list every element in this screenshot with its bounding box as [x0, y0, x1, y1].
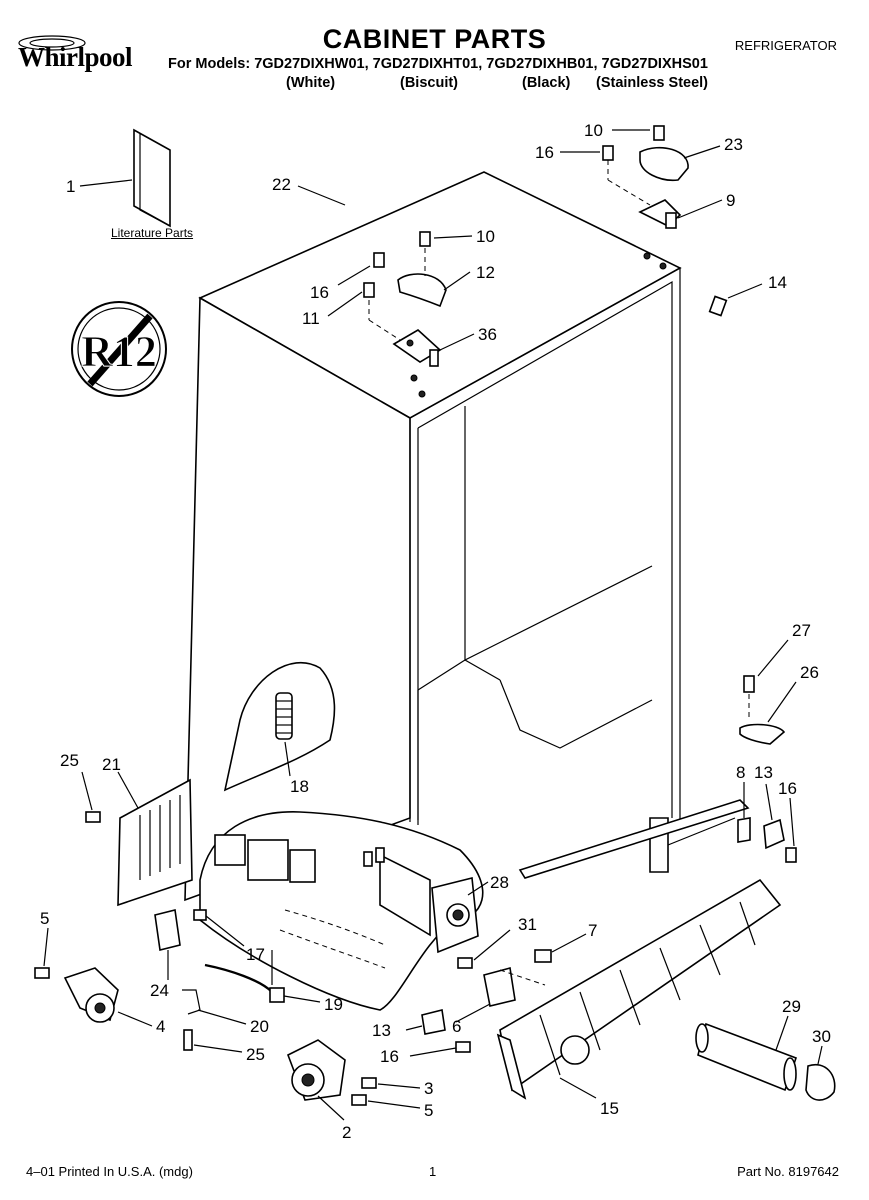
- roller-screw-icon: [34, 967, 50, 979]
- variant-white: (White): [286, 75, 336, 91]
- leveling-bracket-right-icon: [737, 817, 797, 863]
- front-roller-screws-icon: [351, 1077, 377, 1106]
- rear-vent-grille-icon: [117, 778, 193, 907]
- variant-black: (Black): [522, 75, 571, 91]
- callout-4: 4: [156, 1017, 165, 1036]
- callout-23: 23: [724, 135, 743, 154]
- callout-10: 10: [584, 121, 603, 140]
- logo-swirl-icon: [18, 35, 86, 51]
- grille-mount-screws-icon: [457, 949, 552, 969]
- grille-screw-icon: [85, 811, 101, 823]
- callout-15: 15: [600, 1099, 619, 1118]
- callout-18: 18: [290, 777, 309, 796]
- callout-21: 21: [102, 755, 121, 774]
- callout-3: 3: [424, 1079, 433, 1098]
- drain-tube-spring-icon: [275, 692, 293, 740]
- callout-22: 22: [272, 175, 291, 194]
- callout-31: 31: [518, 915, 537, 934]
- water-filter-icon: [695, 1022, 798, 1092]
- variant-biscuit: (Biscuit): [400, 75, 458, 91]
- grille-mount-bracket-icon: [483, 966, 546, 1007]
- callout-19: 19: [324, 995, 343, 1014]
- footer-part-number: Part No. 8197642: [737, 1164, 839, 1179]
- callout-17: 17: [246, 945, 265, 964]
- callout-13b: 13: [372, 1021, 391, 1040]
- callout-24: 24: [150, 981, 169, 1000]
- callout-16d: 16: [380, 1047, 399, 1066]
- callout-26: 26: [800, 663, 819, 682]
- roller-bracket-icon: [154, 909, 207, 951]
- callout-25: 25: [60, 751, 79, 770]
- callout-8: 8: [736, 763, 745, 782]
- condenser-bracket-icon: [363, 847, 479, 954]
- callout-30: 30: [812, 1027, 831, 1046]
- callout-20: 20: [250, 1017, 269, 1036]
- callout-16: 16: [535, 143, 554, 162]
- callout-14: 14: [768, 273, 787, 292]
- callout-numbers: 1 22 10 16 23 9 10 12 16 11 36 14 27 26 …: [40, 121, 831, 1142]
- top-plug-icon: [708, 295, 728, 317]
- r12-badge-text: R12: [81, 327, 157, 376]
- callout-10b: 10: [476, 227, 495, 246]
- front-roller-icon: [286, 1039, 346, 1101]
- footer-printed: 4–01 Printed In U.S.A. (mdg): [26, 1164, 193, 1179]
- callout-36: 36: [478, 325, 497, 344]
- water-tube-icon: [204, 950, 285, 1003]
- rear-roller-icon: [63, 967, 119, 1023]
- callout-28: 28: [490, 873, 509, 892]
- callout-12: 12: [476, 263, 495, 282]
- footer-page-number: 1: [429, 1164, 437, 1179]
- callout-1: 1: [66, 177, 75, 196]
- brand-logo: Whirlpool: [18, 42, 133, 72]
- hinge-top-right-icon: [638, 199, 682, 229]
- callout-9: 9: [726, 191, 735, 210]
- callout-7: 7: [588, 921, 597, 940]
- hinge-cover-right-icon: [639, 146, 689, 182]
- leader-lines: [43, 129, 823, 1121]
- tube-clamp-icon: [182, 989, 201, 1015]
- literature-parts-label: Literature Parts: [111, 226, 194, 240]
- hinge-screws-icon: [363, 125, 665, 341]
- models-line: For Models: 7GD27DIXHW01, 7GD27DIXHT01, …: [168, 56, 708, 72]
- variant-stainless: (Stainless Steel): [596, 75, 709, 91]
- callout-5b: 5: [424, 1101, 433, 1120]
- toe-grille-icon: [496, 878, 782, 1100]
- category-label: REFRIGERATOR: [734, 38, 837, 53]
- clamp-screw-icon: [183, 1029, 193, 1051]
- callout-16c: 16: [778, 779, 797, 798]
- callout-6: 6: [452, 1017, 461, 1036]
- callout-2: 2: [342, 1123, 351, 1142]
- page-title: CABINET PARTS: [322, 24, 547, 54]
- compressor-area-icon: [214, 834, 386, 969]
- callout-11: 11: [302, 309, 320, 328]
- callout-5: 5: [40, 909, 49, 928]
- literature-booklet-icon: [133, 128, 171, 228]
- no-r12-badge-icon: [71, 301, 167, 397]
- callout-13: 13: [754, 763, 773, 782]
- callout-27: 27: [792, 621, 811, 640]
- cabinet-shell: [184, 171, 750, 902]
- filter-cap-icon: [805, 1063, 836, 1101]
- callout-16b: 16: [310, 283, 329, 302]
- callout-25b: 25: [246, 1045, 265, 1064]
- hinge-cover-left-icon: [397, 273, 447, 308]
- leveling-bracket-left-icon: [421, 1009, 471, 1053]
- callout-29: 29: [782, 997, 801, 1016]
- door-stop-icon: [739, 675, 786, 745]
